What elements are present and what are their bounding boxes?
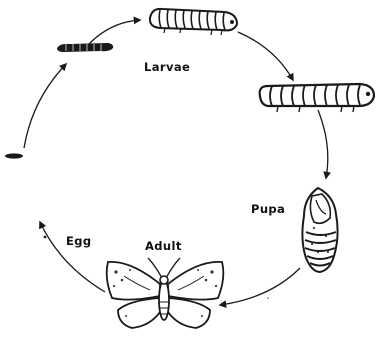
- adult-moth-icon: [107, 258, 224, 328]
- arrow-larva-medium-to-large: [238, 32, 293, 80]
- larva-medium-icon: [150, 9, 237, 35]
- larva-small-icon: [57, 43, 113, 52]
- arrow-pupa-to-adult: [220, 268, 300, 305]
- speck: [267, 297, 269, 299]
- egg-icon: [5, 153, 46, 238]
- arrow-egg-to-larva: [24, 64, 66, 148]
- label-adult: Adult: [145, 239, 182, 253]
- arrow-larva-to-pupa: [318, 110, 328, 178]
- label-egg: Egg: [66, 234, 92, 248]
- label-larvae: Larvae: [144, 60, 190, 74]
- label-pupa: Pupa: [251, 202, 285, 216]
- arrow-adult-to-egg: [40, 222, 105, 292]
- pupa-icon: [302, 188, 337, 272]
- larva-large-icon: [260, 84, 374, 112]
- arrow-larva-small-to-medium: [88, 20, 140, 45]
